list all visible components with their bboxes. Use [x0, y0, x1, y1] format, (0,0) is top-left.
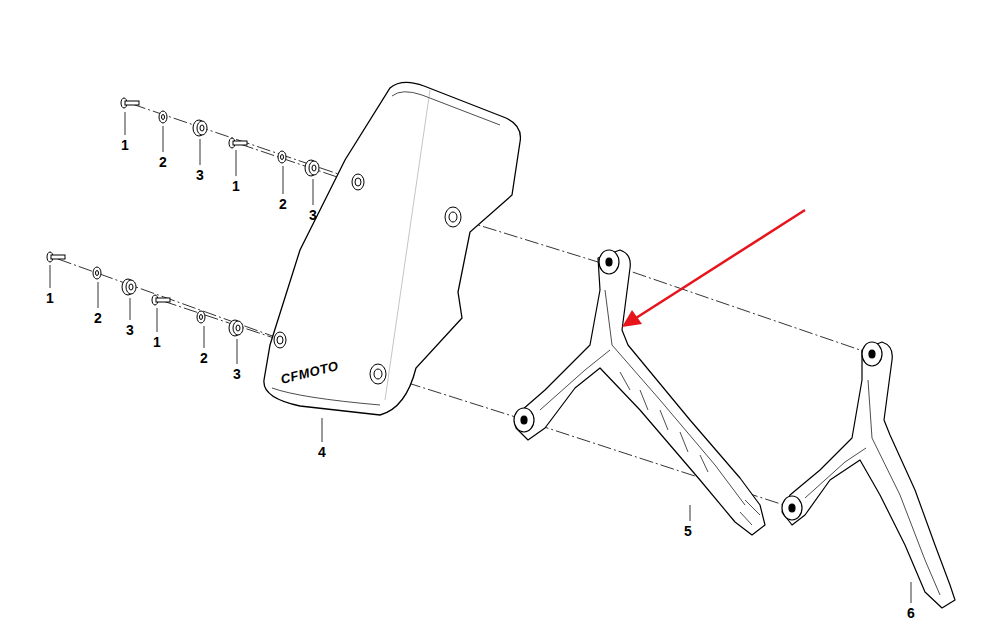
leader-lines: [50, 112, 911, 603]
callout-number: 1: [153, 335, 161, 349]
windshield: [264, 82, 521, 415]
callout-number: 4: [318, 445, 326, 459]
fasteners: [47, 98, 319, 336]
callout-number: 2: [279, 197, 287, 211]
callout-number: 1: [46, 291, 54, 305]
callout-number: 2: [200, 351, 208, 365]
callout-number: 5: [684, 524, 692, 538]
callout-number: 1: [232, 179, 240, 193]
bracket-left: [514, 250, 765, 535]
callout-number: 2: [159, 155, 167, 169]
callout-number: 3: [126, 323, 134, 337]
callout-number: 6: [907, 606, 915, 620]
callout-number: 3: [309, 208, 317, 222]
callout-number: 3: [196, 168, 204, 182]
callout-number: 2: [94, 311, 102, 325]
callout-number: 1: [121, 138, 129, 152]
bracket-right: [782, 342, 955, 608]
pointer-arrow: [622, 210, 805, 327]
callout-number: 3: [233, 367, 241, 381]
